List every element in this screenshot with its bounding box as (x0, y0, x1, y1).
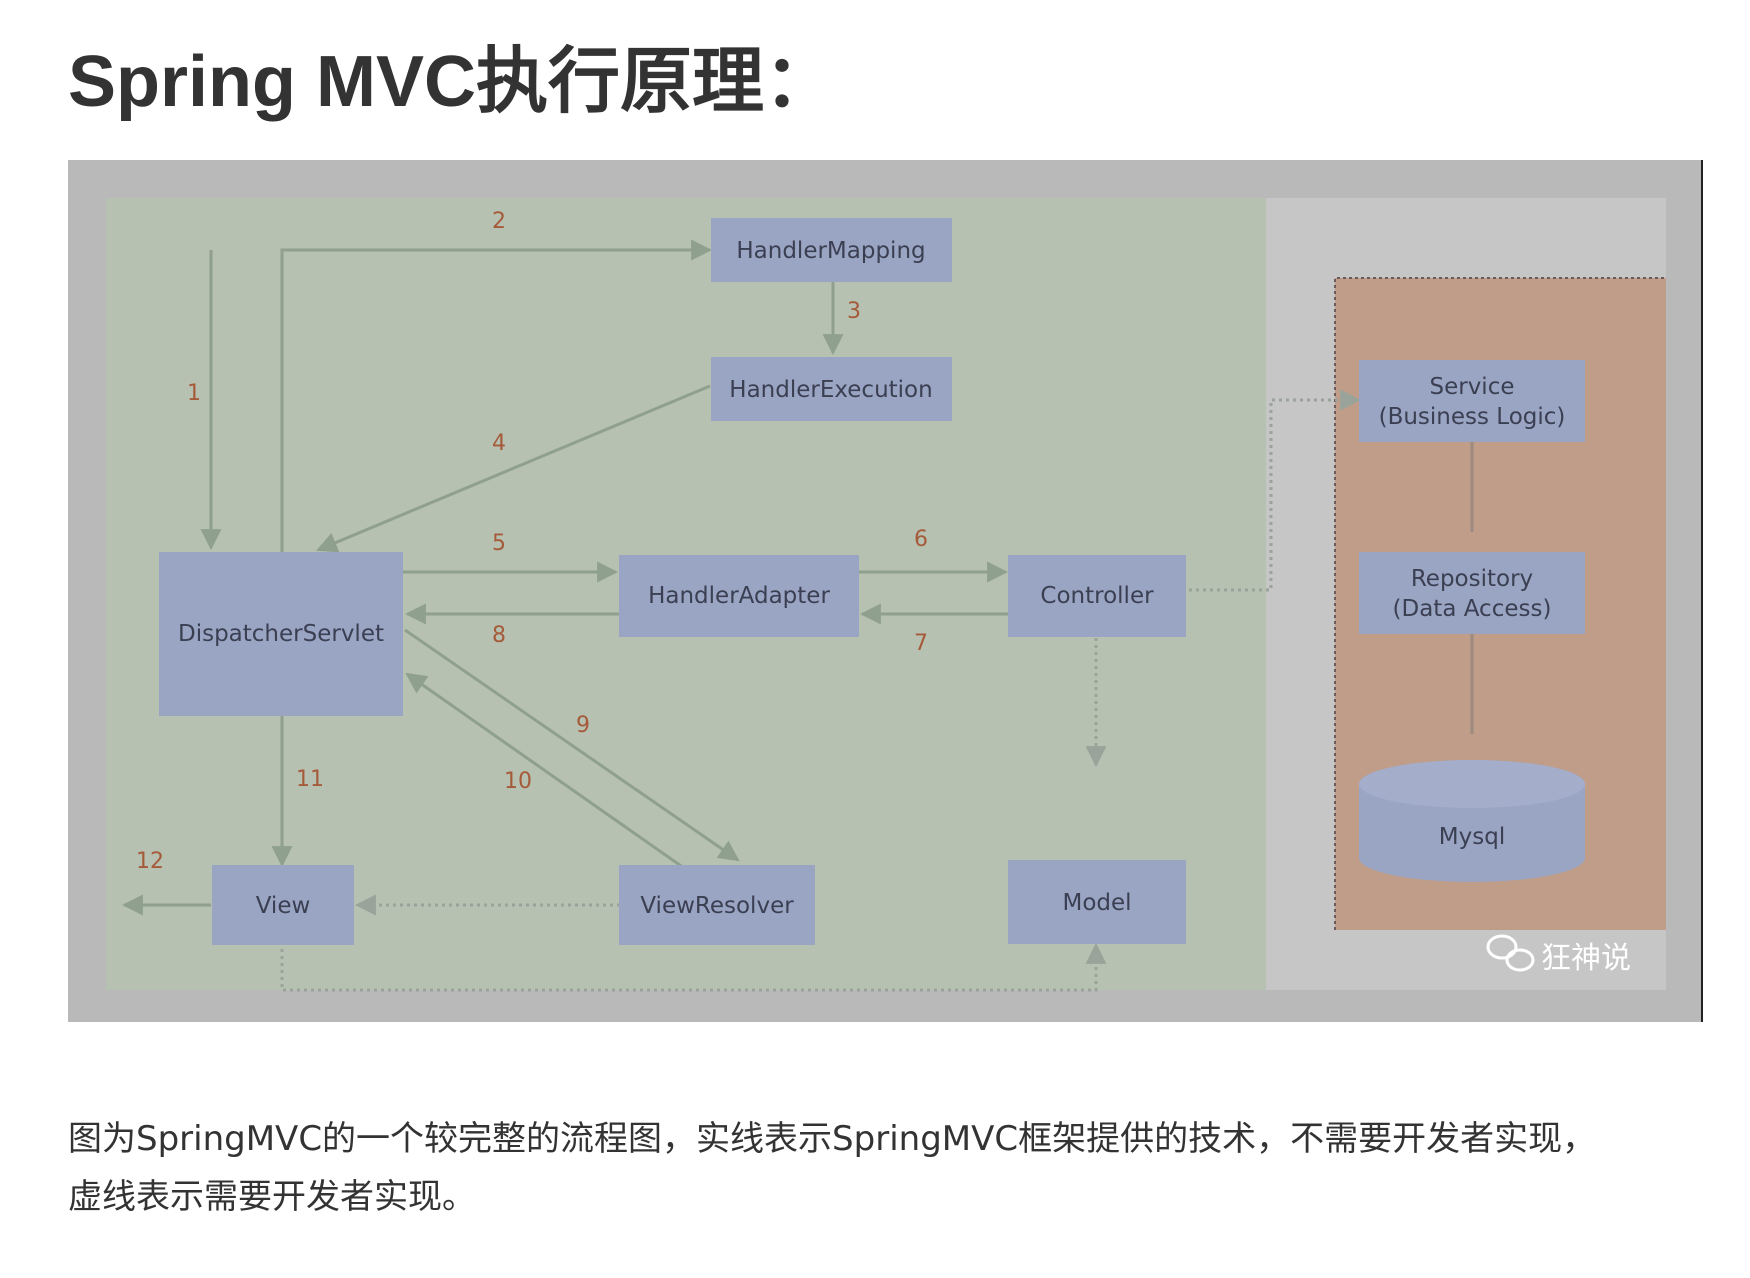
dispatcher-servlet-node: DispatcherServlet (159, 552, 403, 716)
service-sublabel: (Business Logic) (1379, 404, 1566, 430)
view-resolver-node: ViewResolver (619, 865, 815, 945)
caption-line-1: 图为SpringMVC的一个较完整的流程图，实线表示SpringMVC框架提供的… (68, 1119, 1597, 1159)
step-7-label: 7 (914, 631, 928, 656)
handler-adapter-label: HandlerAdapter (648, 583, 830, 609)
step-5-label: 5 (492, 531, 506, 556)
model-label: Model (1062, 890, 1131, 916)
handler-mapping-label: HandlerMapping (736, 238, 925, 264)
page-title: Spring MVC执行原理： (68, 42, 836, 122)
handler-mapping-node: HandlerMapping (711, 218, 952, 282)
view-node: View (212, 865, 354, 945)
caption: 图为SpringMVC的一个较完整的流程图，实线表示SpringMVC框架提供的… (68, 1110, 1698, 1226)
step-10-label: 10 (504, 769, 532, 794)
repository-label: Repository (1411, 566, 1533, 592)
model-node: Model (1008, 860, 1186, 944)
mysql-database-node: Mysql (1359, 760, 1585, 882)
step-12-label: 12 (136, 849, 164, 874)
watermark: 狂神说 (1486, 934, 1631, 976)
step-6-label: 6 (914, 527, 928, 552)
step-8-label: 8 (492, 623, 506, 648)
dispatcher-servlet-label: DispatcherServlet (178, 621, 384, 647)
step-3-label: 3 (847, 299, 861, 324)
handler-execution-node: HandlerExecution (711, 357, 952, 421)
repository-sublabel: (Data Access) (1393, 596, 1552, 622)
view-resolver-label: ViewResolver (640, 893, 794, 919)
handler-execution-label: HandlerExecution (729, 377, 932, 403)
view-label: View (256, 893, 311, 919)
handler-adapter-node: HandlerAdapter (619, 555, 859, 637)
step-9-label: 9 (576, 713, 590, 738)
service-label: Service (1429, 374, 1514, 400)
wechat-icon (1486, 934, 1535, 972)
service-node: Service (Business Logic) (1359, 360, 1585, 442)
spring-mvc-flow-diagram: HandlerMapping HandlerExecution Dispatch… (68, 160, 1703, 1022)
step-1-label: 1 (187, 381, 201, 406)
caption-line-2: 虚线表示需要开发者实现。 (68, 1177, 476, 1217)
step-4-label: 4 (492, 431, 506, 456)
controller-node: Controller (1008, 555, 1186, 637)
watermark-text: 狂神说 (1541, 941, 1631, 976)
step-11-label: 11 (296, 767, 324, 792)
step-2-label: 2 (492, 209, 506, 234)
mysql-label: Mysql (1439, 824, 1505, 850)
repository-node: Repository (Data Access) (1359, 552, 1585, 634)
controller-label: Controller (1040, 583, 1154, 609)
